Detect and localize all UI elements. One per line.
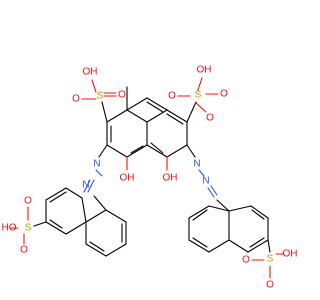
atom-oh: OH	[120, 173, 135, 184]
atom-o: O	[72, 94, 80, 105]
atom-s: S	[97, 91, 104, 102]
atom-o: O	[168, 91, 176, 102]
atom-o: O	[206, 113, 214, 124]
atom-oh: OH	[283, 249, 298, 260]
hydroxyl-groups: OH OH	[120, 156, 178, 184]
atom-s: S	[25, 223, 32, 234]
atom-s: S	[195, 90, 202, 101]
atom-n: N	[193, 159, 200, 170]
atom-oh: OH	[197, 65, 212, 76]
atom-n: N	[93, 159, 100, 170]
atom-o: O	[20, 245, 28, 256]
atom-oh: OH	[83, 67, 98, 78]
atom-o: O	[266, 280, 274, 291]
atom-ho: HO	[2, 223, 17, 234]
naphthyl-right	[188, 199, 269, 253]
sulfonic-group-left: S OH O O	[72, 67, 126, 123]
atom-o: O	[24, 196, 32, 207]
atom-s: S	[267, 254, 274, 265]
atom-o: O	[118, 90, 126, 101]
naphthyl-left	[45, 187, 127, 257]
atom-o: O	[220, 89, 228, 100]
azo-bridge-right: N N	[186, 144, 218, 198]
sulfonic-group-naphthyl-left: S O O HO	[2, 196, 47, 256]
atom-oh: OH	[163, 173, 178, 184]
atom-n: N	[202, 176, 209, 187]
azo-bridge-left: N N	[82, 144, 108, 193]
sulfonic-group-right: S OH O O O	[168, 65, 228, 124]
sulfonic-group-naphthyl-right: S O O OH	[242, 239, 298, 291]
atom-o: O	[242, 255, 250, 266]
naphthalene-core	[106, 86, 188, 158]
molecule-structure-diagram: S OH O O S OH O O O OH OH N N N	[2, 65, 298, 291]
atom-n: N	[82, 180, 89, 191]
